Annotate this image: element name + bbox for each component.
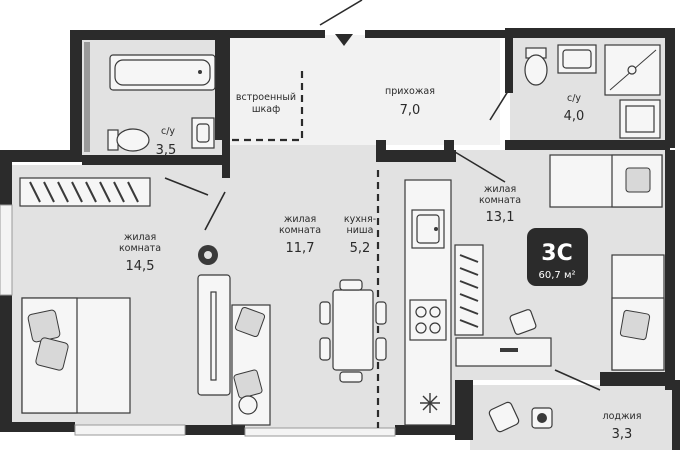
door [489,87,511,121]
tiled-wall [84,42,90,152]
toilet-icon [107,128,150,152]
apartment-total-area: 60,7 м² [539,270,576,281]
pillow [625,167,651,193]
window [74,424,186,436]
wall [505,38,513,93]
wall [600,372,675,386]
wall [185,425,245,435]
shower-icon [604,44,661,96]
window [0,204,13,296]
desk [455,309,552,367]
wall [665,150,675,390]
pillow [233,369,263,399]
door [164,177,209,196]
sink-icon [557,44,597,74]
bed [21,297,131,414]
wall [672,380,680,450]
wall [0,422,75,432]
bath2-name: с/у [567,93,581,104]
living-center-area: 11,7 [286,241,315,256]
bed [549,154,663,208]
wall [505,28,675,38]
living-right-name-line2: комната [479,195,521,206]
pillow [234,306,266,338]
living-left-area: 14,5 [126,259,155,274]
closet-name-line1: встроенный [236,92,296,103]
living-right-area: 13,1 [486,210,515,225]
wall [665,28,675,148]
dashed-partitions [232,70,380,428]
bath1-area: 3,5 [156,143,177,158]
tv-stand [197,274,231,396]
hallway-name: прихожая [385,86,435,97]
bed [611,254,665,371]
wall [230,30,325,38]
bathtub-icon [109,54,216,91]
apartment-badge: 3С 60,7 м² [527,228,588,286]
floor-hallway [230,35,500,145]
door [204,191,226,231]
door [454,151,506,183]
room-labels: с/у 3,5 встроенный шкаф прихожая 7,0 с/у… [119,86,642,442]
entrance-arrow-icon [335,34,353,46]
kitchen-area: 5,2 [350,241,371,256]
apartment-type: 3С [541,241,572,266]
windows [0,204,396,437]
wall [376,150,456,162]
loggia-area: 3,3 [612,427,633,442]
sink-icon [191,117,215,149]
wall [455,380,473,440]
wall [215,40,223,140]
wall [395,425,455,435]
loggia-name: лоджия [603,411,642,422]
chair-icon [509,309,537,335]
living-center-name-line2: комната [279,225,321,236]
bath1-name: с/у [161,126,175,137]
toilet-icon [524,47,548,86]
fridge-snowflake-icon [420,393,440,413]
washing-machine-icon [619,99,661,139]
wall [365,30,510,38]
radiator-icon [454,244,484,336]
wall [505,140,670,150]
kitchen-name-line1: кухня- [344,214,376,225]
sink-icon [411,209,445,249]
wall [222,38,230,178]
wall [0,150,82,162]
wall [70,30,230,40]
loggia-chair [488,401,553,433]
pillow [35,337,69,371]
living-right-name-line1: жилая [484,184,516,195]
closet-name-line2: шкаф [252,104,280,115]
pillow [619,309,651,341]
wall [70,30,82,158]
stove-icon [409,299,447,341]
living-left-name-line1: жилая [124,232,156,243]
living-left-name-line2: комната [119,243,161,254]
wall [444,140,454,160]
living-center-name-line1: жилая [284,214,316,225]
kitchen-name-line2: ниша [347,225,374,236]
window [244,427,396,437]
dining-table [319,279,387,383]
plant-icon [198,245,218,265]
door [554,369,601,391]
radiator-icon [19,177,151,207]
doors [164,0,601,391]
armchair-icon [238,395,258,415]
hallway-area: 7,0 [400,103,421,118]
sofa [231,304,271,426]
bath2-area: 4,0 [564,109,585,124]
door [319,0,363,26]
wall [82,155,222,165]
